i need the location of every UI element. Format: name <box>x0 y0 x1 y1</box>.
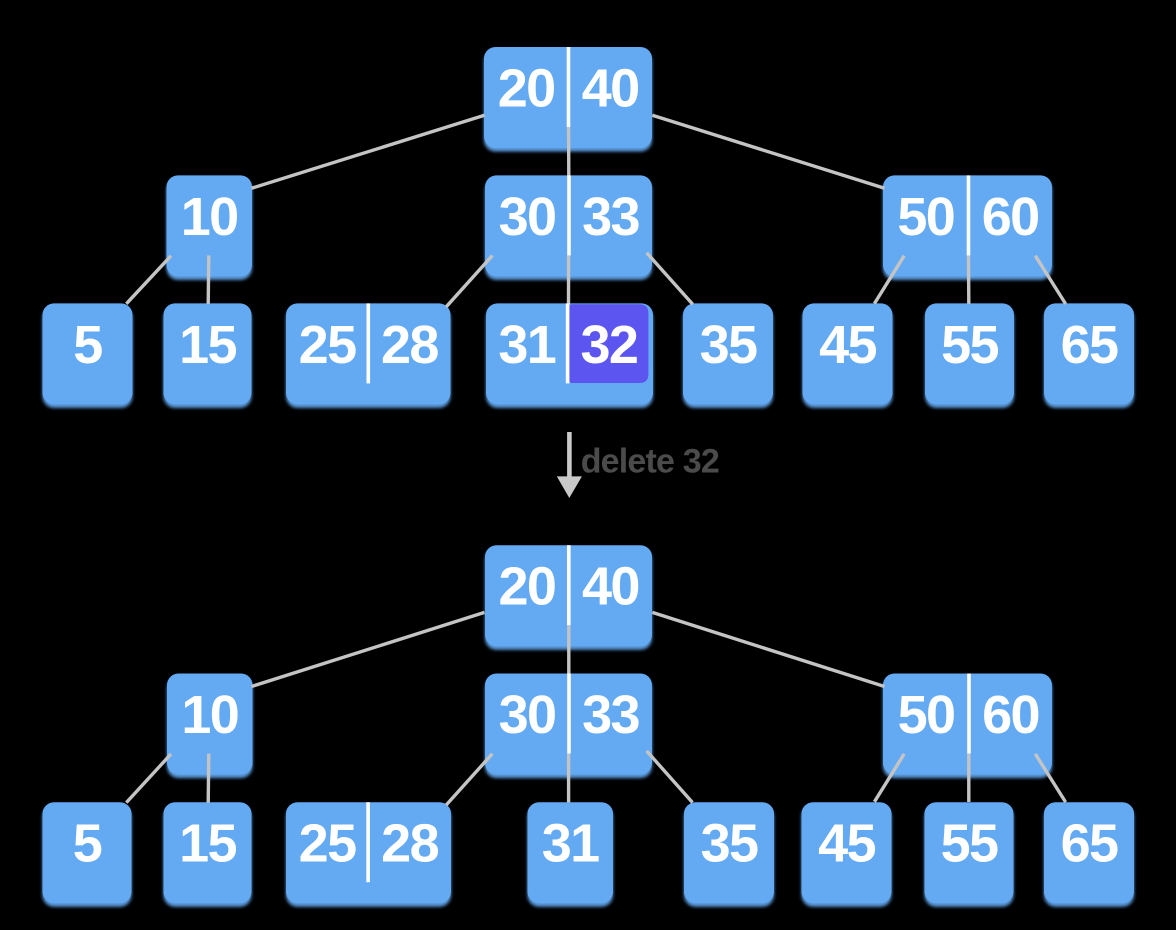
svg-text:30: 30 <box>499 685 556 745</box>
svg-text:32: 32 <box>580 315 637 375</box>
svg-text:10: 10 <box>181 685 238 745</box>
svg-text:65: 65 <box>1061 814 1118 874</box>
svg-text:31: 31 <box>542 814 599 874</box>
svg-text:45: 45 <box>819 315 876 375</box>
svg-text:10: 10 <box>181 187 238 247</box>
svg-text:35: 35 <box>701 814 758 874</box>
svg-text:35: 35 <box>700 315 757 375</box>
svg-text:40: 40 <box>582 557 639 617</box>
svg-text:25: 25 <box>299 315 356 375</box>
svg-text:60: 60 <box>982 187 1039 247</box>
svg-text:50: 50 <box>898 685 955 745</box>
svg-text:28: 28 <box>381 814 438 874</box>
svg-text:33: 33 <box>582 187 639 247</box>
svg-text:40: 40 <box>582 59 639 119</box>
svg-text:delete 32: delete 32 <box>581 443 719 481</box>
svg-text:20: 20 <box>498 557 555 617</box>
svg-text:65: 65 <box>1061 315 1118 375</box>
svg-text:5: 5 <box>73 315 102 375</box>
svg-text:20: 20 <box>498 59 555 119</box>
svg-text:30: 30 <box>499 187 556 247</box>
svg-text:15: 15 <box>179 315 236 375</box>
svg-text:5: 5 <box>73 814 102 874</box>
svg-text:45: 45 <box>818 814 875 874</box>
svg-text:55: 55 <box>941 315 998 375</box>
svg-text:25: 25 <box>299 814 356 874</box>
svg-text:60: 60 <box>982 685 1039 745</box>
svg-text:28: 28 <box>381 315 438 375</box>
svg-text:33: 33 <box>582 685 639 745</box>
svg-text:55: 55 <box>941 814 998 874</box>
svg-text:31: 31 <box>498 315 555 375</box>
svg-text:15: 15 <box>179 814 236 874</box>
svg-text:50: 50 <box>897 187 954 247</box>
